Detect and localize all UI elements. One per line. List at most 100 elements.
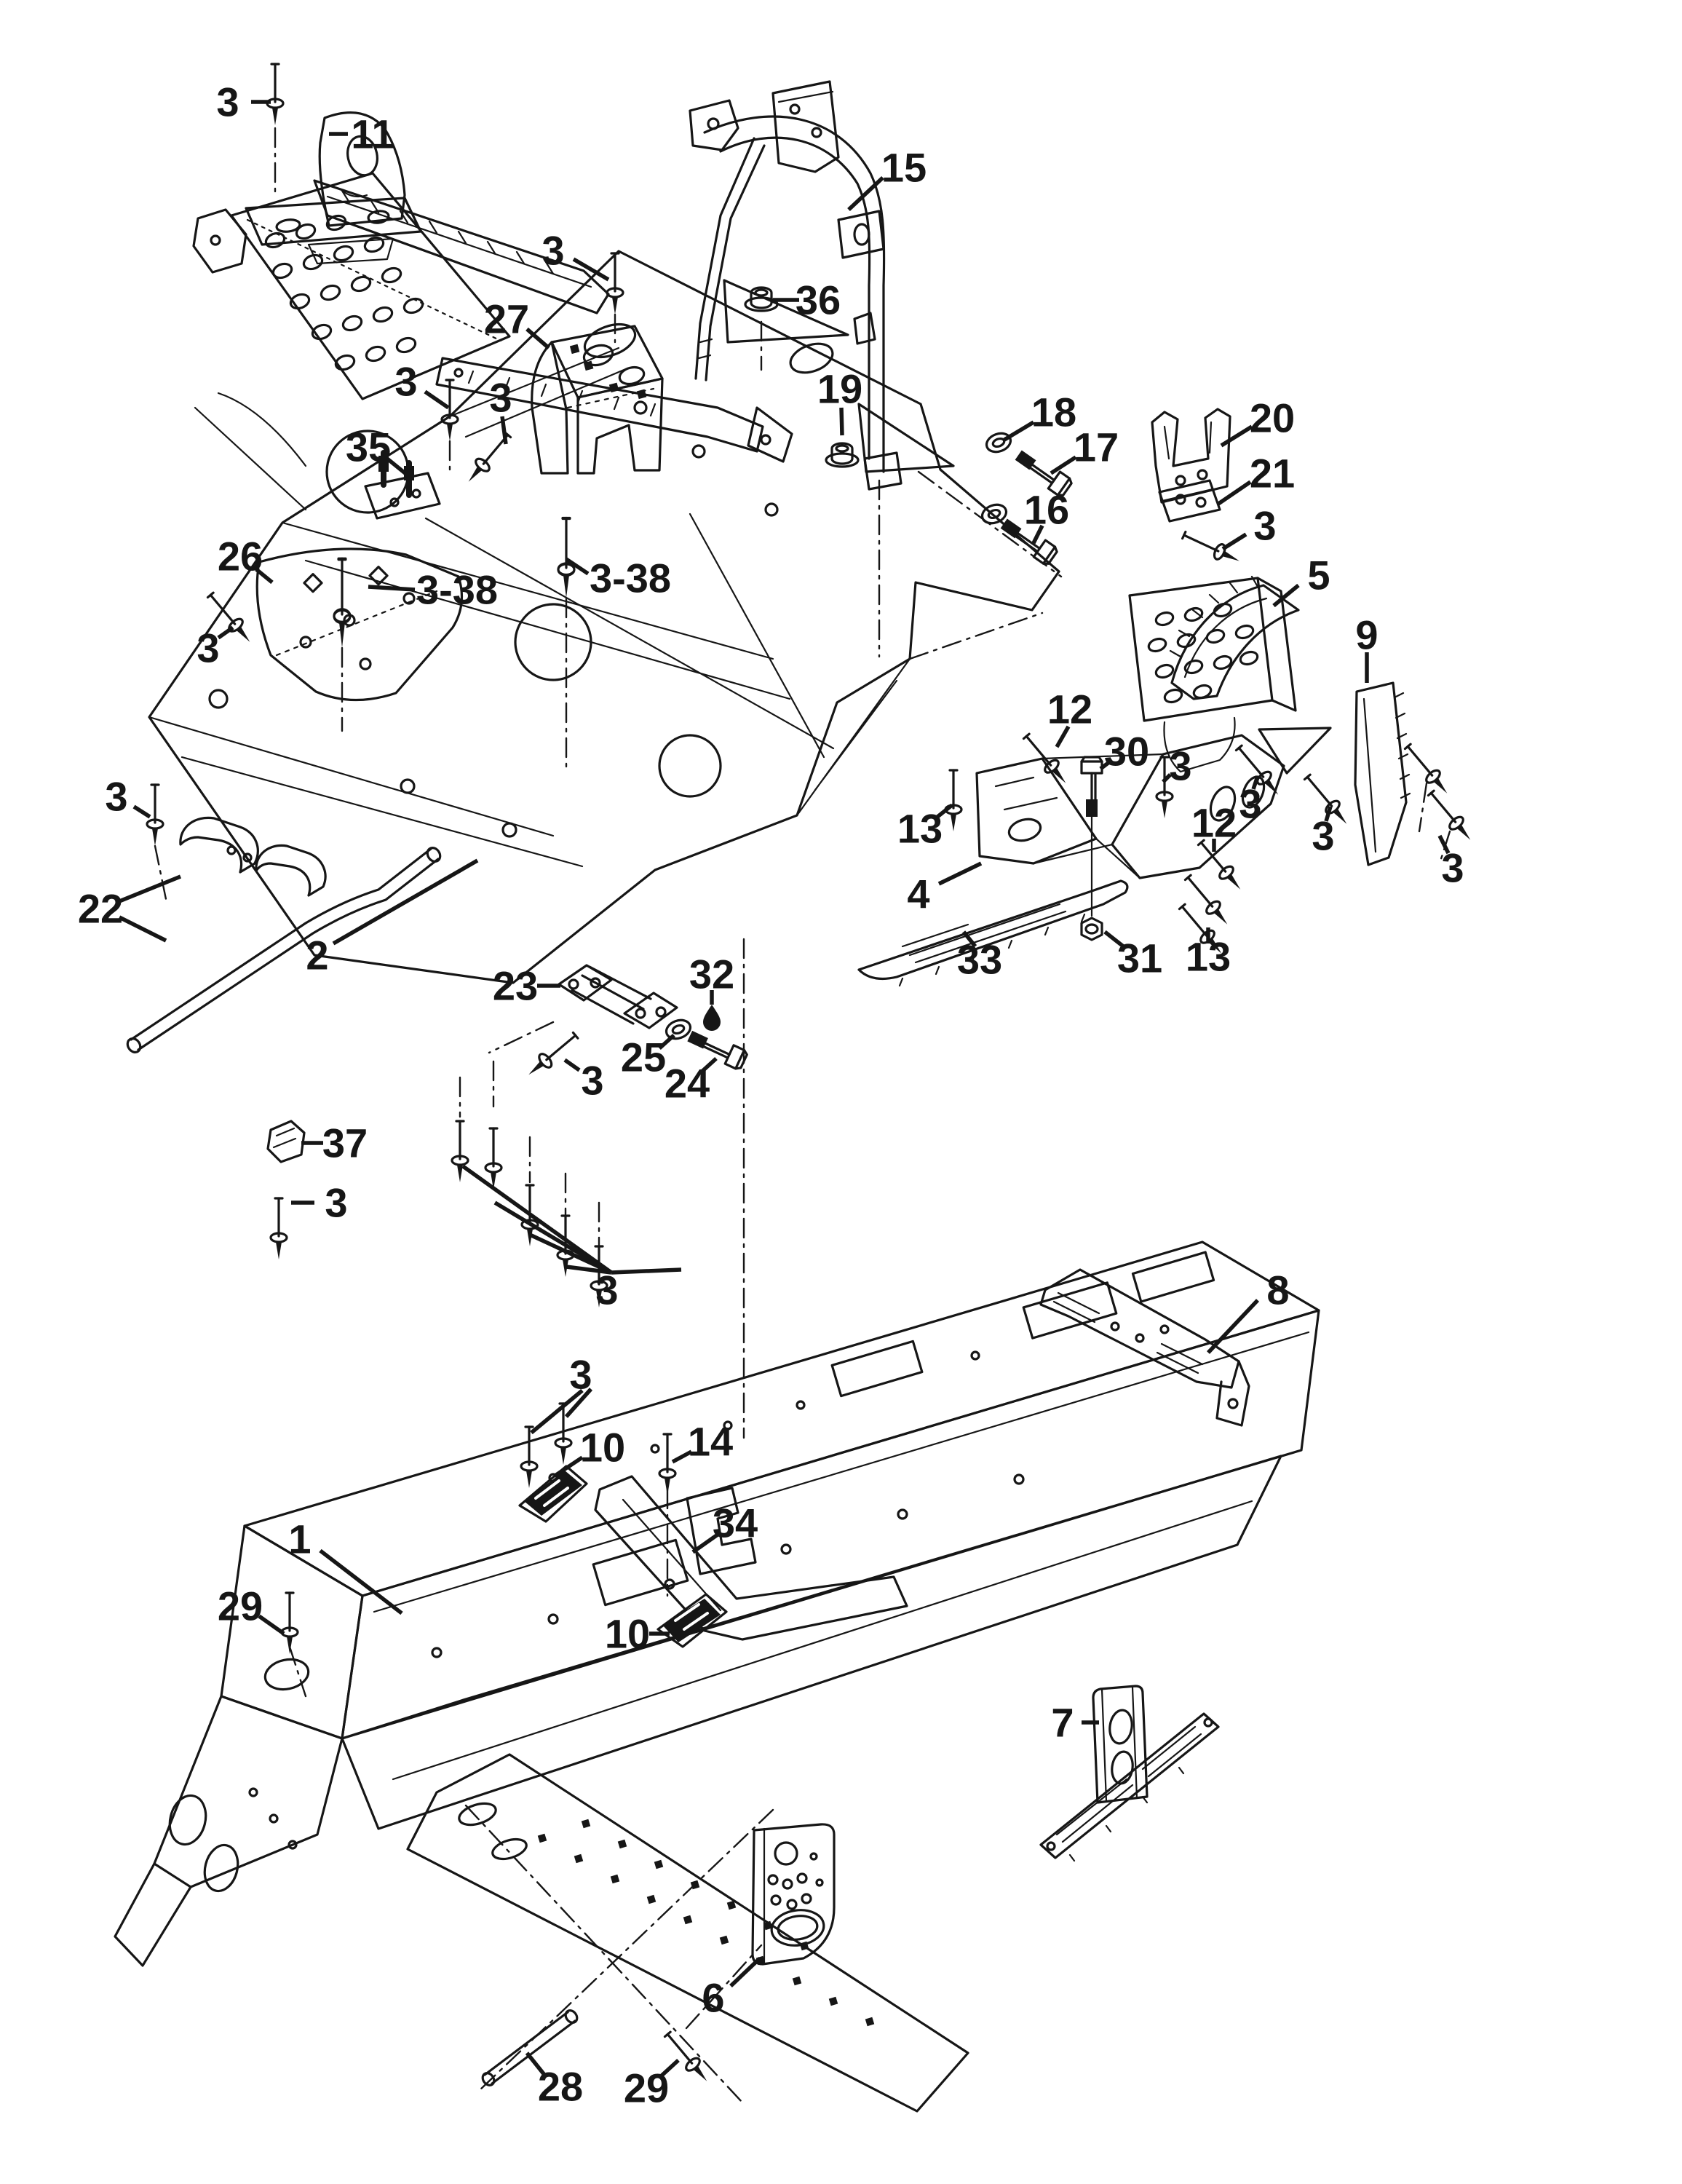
callout-label-24-28: 24 — [665, 1061, 710, 1107]
leader-line — [691, 1532, 719, 1554]
footrest-assembly — [192, 172, 793, 463]
callout-label-19-9: 19 — [817, 366, 862, 412]
callout-label-11-1: 11 — [351, 111, 394, 157]
callout-label-34-36: 34 — [713, 1500, 758, 1546]
leader-line — [500, 416, 508, 445]
callout-label-25-27: 25 — [621, 1034, 666, 1080]
leader-line — [1221, 532, 1247, 551]
leader-line — [424, 389, 450, 410]
callout-label-3-4: 3 — [394, 359, 417, 405]
callout-label-12-46: 12 — [1047, 687, 1092, 732]
leader-line — [530, 1388, 584, 1435]
callout-label-3-38-19: 3-38 — [590, 555, 671, 601]
callout-label-3-5: 3 — [489, 375, 512, 421]
callout-label-2-24: 2 — [306, 933, 328, 978]
leader-line — [1272, 583, 1300, 608]
callout-label-10-37: 10 — [605, 1611, 650, 1657]
callout-label-4-52: 4 — [907, 871, 929, 917]
leader-line — [528, 1233, 613, 1275]
leader-line — [611, 1267, 682, 1275]
callout-label-15-7: 15 — [881, 145, 927, 191]
leader-line — [555, 1455, 584, 1477]
callout-label-26-20: 26 — [218, 534, 263, 579]
callout-label-3-0: 3 — [216, 79, 239, 125]
leader-line — [1207, 1299, 1259, 1354]
leader-line — [961, 930, 977, 948]
leader-line — [319, 1548, 403, 1615]
callout-label-14-35: 14 — [688, 1419, 733, 1465]
part-11-bracket — [245, 111, 422, 265]
callout-label-3-2: 3 — [542, 228, 564, 274]
callout-label-13-45: 13 — [897, 806, 943, 852]
callout-label-3-32: 3 — [595, 1267, 618, 1313]
callout-label-5-16: 5 — [1307, 553, 1330, 598]
callout-label-21-14: 21 — [1250, 451, 1295, 496]
leader-line — [1099, 758, 1114, 771]
leader-line — [699, 1056, 718, 1075]
leader-line — [565, 557, 590, 576]
leader-line — [217, 625, 234, 640]
leader-line — [1103, 930, 1127, 950]
leader-line — [729, 1957, 761, 1987]
leader-line — [658, 1033, 675, 1051]
callout-label-3-38-18: 3-38 — [416, 567, 498, 613]
callout-label-3-15: 3 — [1253, 503, 1276, 549]
callout-label-7-41: 7 — [1051, 1700, 1074, 1746]
callout-label-16-12: 16 — [1024, 487, 1069, 533]
callout-label-32-26: 32 — [689, 951, 734, 997]
leader-line — [255, 567, 274, 585]
callout-label-3-56: 3 — [1441, 845, 1464, 891]
callout-label-3-29: 3 — [581, 1058, 603, 1104]
part-4-bracket — [975, 727, 1332, 879]
callout-label-3-54: 3 — [1239, 781, 1261, 827]
part-5-shield — [1169, 575, 1300, 700]
callout-label-3-48: 3 — [1169, 743, 1191, 789]
callout-label-6-42: 6 — [702, 1975, 724, 2021]
callout-label-28-43: 28 — [538, 2064, 583, 2110]
leader-line — [937, 861, 983, 886]
callout-label-33-53: 33 — [957, 937, 1002, 983]
leader-line — [132, 804, 151, 819]
callout-label-17-11: 17 — [1074, 424, 1119, 470]
leader-line — [258, 1614, 285, 1636]
phantom-lines — [154, 127, 1451, 2030]
callout-label-3-31: 3 — [325, 1180, 347, 1226]
leader-line — [332, 858, 479, 946]
callout-label-27-3: 27 — [484, 296, 529, 342]
callout-label-35-6: 35 — [346, 424, 391, 470]
callout-label-3-55: 3 — [1312, 813, 1334, 859]
leader-line — [566, 1265, 612, 1275]
leader-line — [461, 1164, 613, 1275]
part-33-runner — [857, 879, 1129, 987]
leader-line — [525, 327, 550, 350]
callout-label-13-51: 13 — [1186, 934, 1231, 980]
callout-label-22-23: 22 — [78, 886, 123, 932]
leader-line — [1055, 725, 1071, 748]
callout-label-36-8: 36 — [796, 277, 841, 323]
callout-label-10-34: 10 — [580, 1425, 625, 1471]
fasteners — [146, 63, 1478, 2088]
part-6-bracket — [751, 1823, 836, 1966]
leader-line — [1220, 424, 1253, 448]
part-21-plate — [1158, 479, 1221, 523]
part-23-link — [558, 964, 678, 1029]
leader-line — [525, 2052, 547, 2076]
callout-label-23-25: 23 — [493, 963, 538, 1009]
loctite-drop-icon — [703, 1005, 721, 1031]
leader-line — [572, 257, 610, 282]
callout-label-30-47: 30 — [1104, 729, 1149, 775]
callout-label-20-13: 20 — [1250, 395, 1295, 441]
leader-line — [563, 1058, 581, 1072]
callout-label-3-22: 3 — [105, 774, 127, 820]
running-board — [341, 1455, 1282, 2113]
callout-label-18-10: 18 — [1031, 389, 1076, 435]
part-10-pad-rear — [656, 1593, 728, 1648]
leader-line — [386, 456, 412, 480]
callout-label-12-49: 12 — [1191, 800, 1237, 846]
callout-label-8-38: 8 — [1266, 1267, 1289, 1313]
callout-label-1-39: 1 — [288, 1516, 311, 1562]
part-20-bracket — [1151, 408, 1231, 504]
